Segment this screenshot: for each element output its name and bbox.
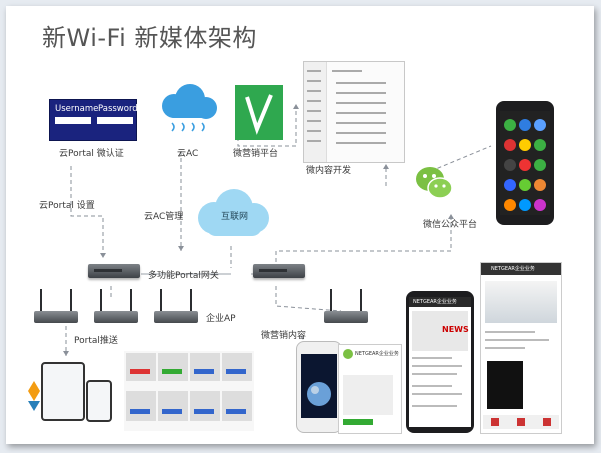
wechat-internet-line — [275, 216, 452, 266]
slide-title: 新Wi-Fi 新媒体架构 — [42, 24, 257, 52]
brand-logo — [26, 361, 42, 441]
secondary-gateway-device — [253, 264, 305, 278]
cloud-ac-mgmt-label: 云AC管理 — [144, 212, 184, 222]
chat-screen: NETGEAR企业业务 — [338, 344, 402, 434]
gateway-ap-line — [275, 286, 342, 312]
chat-action-button[interactable] — [343, 419, 373, 425]
content-dev-label: 微内容开发 — [306, 166, 352, 176]
cloud-portal-auth-label: 云Portal 微认证 — [59, 149, 124, 159]
cloud-ac-label: 云AC — [177, 149, 199, 159]
access-point-2 — [94, 289, 138, 323]
news-header: NETGEAR企业业务 — [409, 297, 471, 307]
access-point-1 — [34, 289, 78, 323]
wechat-icon — [416, 167, 453, 199]
internet-label: 互联网 — [221, 212, 249, 222]
cloud-ac-icon — [162, 84, 217, 132]
tablet-device — [41, 362, 85, 421]
portal-gateway-device — [88, 264, 140, 278]
wechat-public-label: 微信公众平台 — [423, 220, 478, 230]
portal-login-screen: Username Password — [49, 99, 138, 141]
small-phone-device — [86, 380, 112, 422]
internet-cloud-icon — [198, 189, 269, 236]
username-label: Username — [55, 104, 99, 114]
earth-wallpaper — [307, 382, 331, 406]
news-phone: NETGEAR企业业务 NEWS — [406, 291, 474, 433]
portal-push-label: Portal推送 — [74, 336, 118, 346]
password-input[interactable] — [97, 117, 133, 124]
v-mark-icon — [245, 94, 273, 135]
portal-pages-collage — [124, 351, 254, 431]
weixin-content-label: 微营销内容 — [261, 331, 307, 341]
enterprise-header: NETGEAR企业业务 — [481, 263, 561, 275]
app-icons-grid — [504, 119, 546, 211]
password-label: Password — [98, 104, 138, 114]
enterprise-ap-label: 企业AP — [206, 314, 236, 324]
cloud-portal-settings-label: 云Portal 设置 — [39, 201, 95, 211]
smartphone-apps — [496, 101, 554, 225]
access-point-4 — [324, 289, 368, 323]
weixin-platform-logo — [235, 85, 283, 140]
iphone-device — [296, 341, 342, 433]
portal-settings-line — [70, 166, 104, 258]
username-input[interactable] — [55, 117, 91, 124]
chat-title: NETGEAR企业业务 — [355, 351, 399, 357]
multi-gateway-label: 多功能Portal网关 — [148, 271, 219, 281]
product-image — [487, 361, 523, 409]
content-dev-screenshot — [303, 61, 405, 163]
access-point-3 — [154, 289, 198, 323]
weixin-platform-label: 微营销平台 — [233, 149, 279, 159]
slide: 新Wi-Fi 新媒体架构 — [6, 6, 594, 444]
wechat-phone-line — [430, 145, 492, 172]
enterprise-phone: NETGEAR企业业务 — [480, 262, 562, 434]
news-badge: NEWS — [442, 325, 469, 334]
